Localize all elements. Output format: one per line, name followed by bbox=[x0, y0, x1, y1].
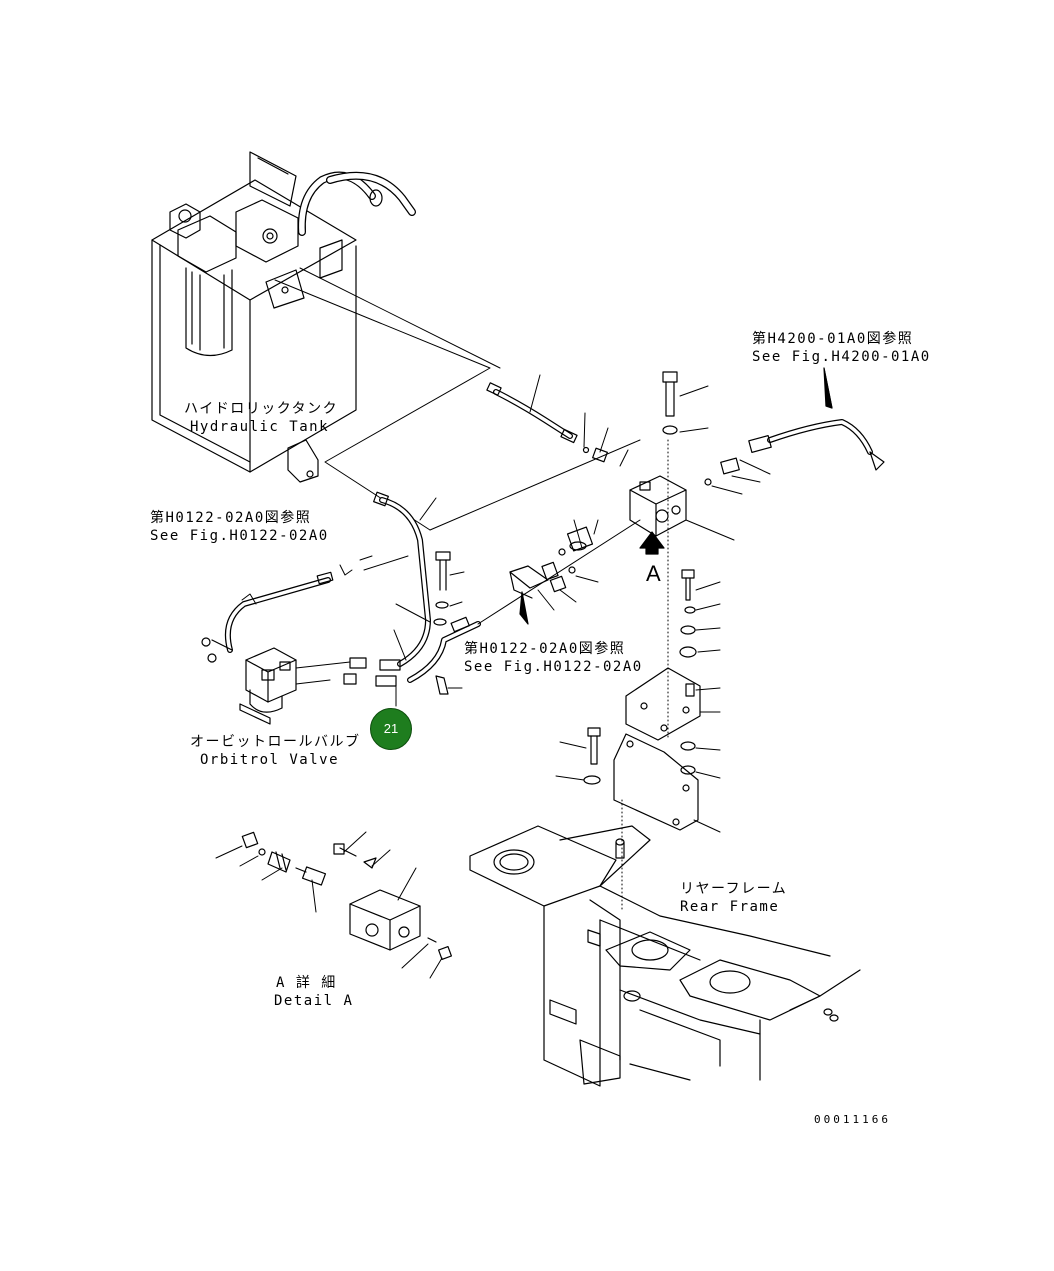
drawing-number: 00011166 bbox=[814, 1113, 891, 1126]
relief-valve-fittings bbox=[509, 519, 599, 625]
top-right-bolt bbox=[662, 371, 709, 741]
ref-h4200-label-en: See Fig.H4200-01A0 bbox=[752, 349, 931, 365]
left-hose bbox=[224, 555, 409, 653]
ref-h0122-mid-label-jp: 第H0122-02A0図参照 bbox=[464, 641, 626, 657]
hydraulic-tank-label-en: Hydraulic Tank bbox=[190, 419, 330, 435]
detail-a-assembly bbox=[215, 831, 453, 979]
tank-return-hose bbox=[373, 491, 437, 667]
hydraulic-tank-label-jp: ハイドロリックタンク bbox=[184, 401, 339, 417]
supply-hose bbox=[407, 439, 641, 683]
upper-hose bbox=[486, 374, 629, 467]
orbitrol-valve bbox=[201, 629, 463, 725]
ref-h0122-mid-label-en: See Fig.H0122-02A0 bbox=[464, 659, 643, 675]
a-block bbox=[629, 475, 735, 555]
callout-marker-21[interactable]: 21 bbox=[370, 708, 412, 750]
ref-h0122-left-label-jp: 第H0122-02A0図参照 bbox=[150, 510, 312, 526]
rear-frame bbox=[469, 825, 861, 1087]
view-a-letter: A bbox=[646, 561, 661, 586]
right-hose bbox=[704, 367, 885, 495]
rear-frame-label-jp: リヤーフレーム bbox=[680, 881, 788, 897]
orbitrol-valve-label-en: Orbitrol Valve bbox=[200, 752, 340, 768]
ref-h4200-label-jp: 第H4200-01A0図参照 bbox=[752, 331, 914, 347]
detail-a-label-jp: A 詳 細 bbox=[276, 975, 337, 991]
detail-a-label-en: Detail A bbox=[274, 993, 354, 1009]
tank-leader-lines bbox=[274, 267, 501, 531]
hydraulic-tank bbox=[151, 151, 416, 483]
bracket-parts bbox=[625, 569, 721, 779]
lower-bracket bbox=[555, 727, 721, 911]
orbitrol-valve-label-jp: オービットロールバルブ bbox=[190, 734, 361, 750]
ref-h0122-left-label-en: See Fig.H0122-02A0 bbox=[150, 528, 329, 544]
rear-frame-label-en: Rear Frame bbox=[680, 899, 780, 915]
hose-clamp-parts bbox=[395, 551, 465, 626]
